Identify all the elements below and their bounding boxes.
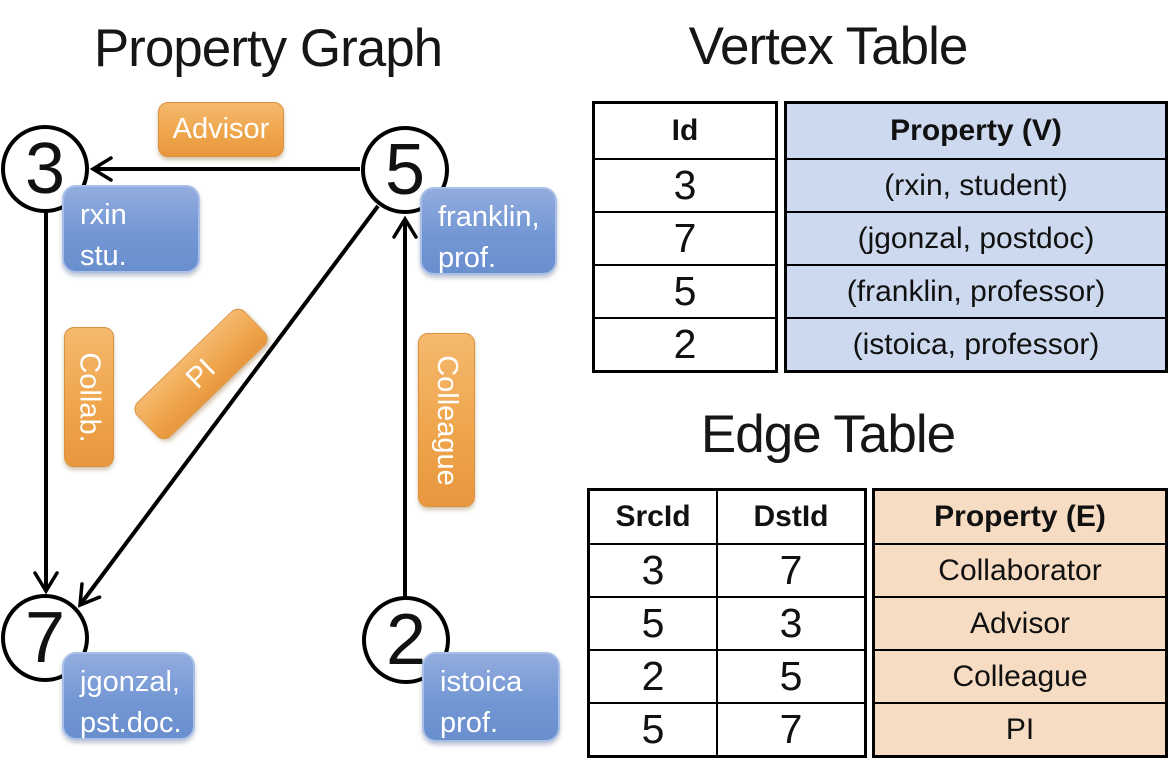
graph-node-5: 5 [361,126,449,214]
edge-table-title: Edge Table [700,405,956,464]
vertex-table-cell: (istoica, professor) [787,317,1165,370]
vertex-table-id-column: Id 3 7 5 2 [592,101,778,373]
vertex-property-box-franklin: franklin, prof. [420,187,557,275]
vertex-property-box-rxin: rxin stu. [62,185,200,273]
vertex-table-cell: 3 [595,158,775,211]
edge-table-cell: 3 [718,596,864,649]
vertex-table-cell: 5 [595,264,775,317]
edge-table-cell: Colleague [875,649,1165,702]
graph-node-3-id: 3 [24,129,66,209]
edge-table-header-property: Property (E) [875,491,1165,543]
edge-label-text: Advisor [172,113,270,145]
edge-table-cell: Advisor [875,596,1165,649]
edge-label-advisor: Advisor [158,102,284,157]
vertex-table-header-id: Id [671,114,699,148]
edge-table-cell: 3 [590,543,716,596]
edge-table: SrcId 3 5 2 5 DstId 7 3 5 7 Property (E)… [587,488,1168,758]
vertex-property-line: prof. [440,706,499,739]
property-graph-title: Property Graph [93,19,443,78]
vertex-table-cell: (franklin, professor) [787,264,1165,317]
edge-arrow-pi-5-to-7 [77,204,380,608]
edge-label-text: Colleague [431,354,464,486]
edge-table-id-columns: SrcId 3 5 2 5 DstId 7 3 5 7 [587,488,867,758]
edge-table-header-dstid: DstId [753,500,829,534]
vertex-table-header-property: Property (V) [787,104,1165,158]
vertex-table-cell: (rxin, student) [787,158,1165,211]
edge-table-cell: Collaborator [875,543,1165,596]
vertex-table-property-column: Property (V) (rxin, student) (jgonzal, p… [784,101,1168,373]
edge-table-cell: 2 [590,649,716,702]
vertex-property-line: pst.doc. [80,706,182,739]
vertex-property-box-jgonzal: jgonzal, pst.doc. [62,652,195,740]
vertex-property-line: prof. [438,241,497,274]
vertex-table-title: Vertex Table [688,17,969,76]
edge-table-property-column: Property (E) Collaborator Advisor Collea… [872,488,1168,758]
graph-edges-svg [33,156,418,608]
vertex-table-section: Vertex Table [560,0,1170,400]
vertex-property-line: jgonzal, [80,666,180,698]
edge-label-text: PI [179,352,222,395]
edge-table-srcid-column: SrcId 3 5 2 5 [590,491,716,755]
edge-table-header-srcid: SrcId [615,500,691,534]
graph-node-2-id: 2 [385,600,427,680]
vertex-table-cell: 7 [595,211,775,264]
edge-label-colleague: Colleague [418,333,475,507]
vertex-property-line: rxin [80,199,127,231]
vertex-property-box-istoica: istoica prof. [422,652,560,742]
edge-table-cell: 7 [718,702,864,755]
edge-table-dstid-column: DstId 7 3 5 7 [716,491,864,755]
graph-node-2: 2 [362,596,450,684]
vertex-property-line: stu. [80,239,127,272]
vertex-table-cell: 2 [595,317,775,370]
graph-node-7-id: 7 [24,598,66,678]
edge-table-cell: 5 [590,596,716,649]
edge-label-collab: Collab. [64,327,114,467]
graph-node-5-id: 5 [384,130,426,210]
edge-table-cell: PI [875,702,1165,755]
edge-label-text: Collab. [73,351,106,443]
vertex-property-line: franklin, [438,201,540,233]
property-graph-panel: Property Graph 3 5 7 2 rxin [0,0,560,760]
edge-table-cell: 7 [718,543,864,596]
vertex-table: Id 3 7 5 2 Property (V) (rxin, student) … [592,101,1168,373]
edge-table-cell: 5 [590,702,716,755]
edge-table-cell: 5 [718,649,864,702]
edge-table-section: Edge Table [560,390,1170,490]
vertex-property-line: istoica [440,666,523,698]
vertex-table-cell: (jgonzal, postdoc) [787,211,1165,264]
